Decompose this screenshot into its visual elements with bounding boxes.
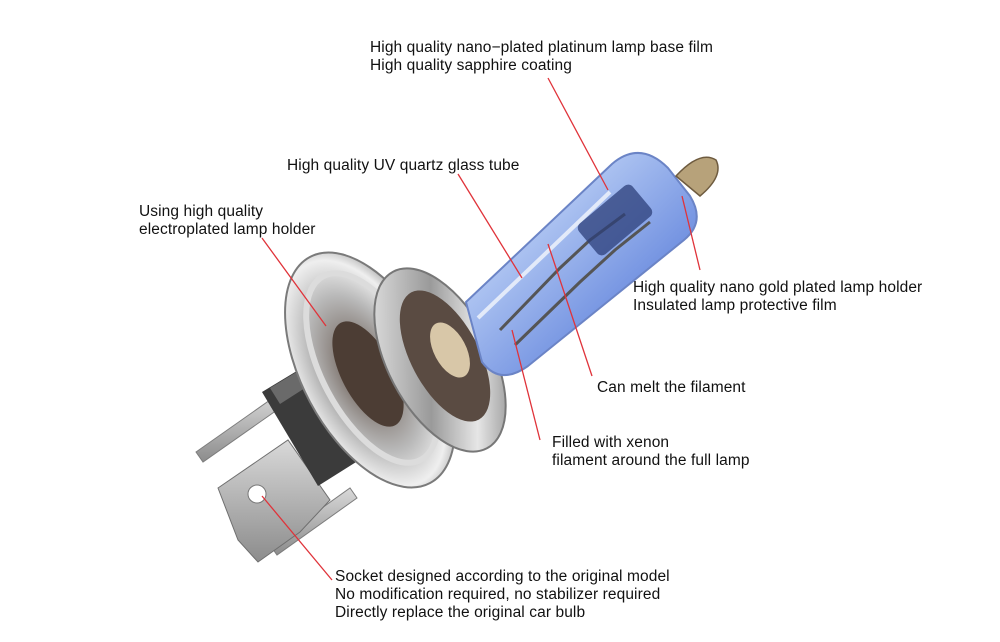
leader-lines <box>261 77 701 581</box>
socket-pins <box>195 392 358 563</box>
label-gold-holder: High quality nano gold plated lamp holde… <box>633 279 922 315</box>
label-socket-line1: Socket designed according to the origina… <box>335 568 670 585</box>
label-socket: Socket designed according to the origina… <box>335 568 670 622</box>
label-holder-line2: electroplated lamp holder <box>139 221 316 238</box>
label-glass-tube-line1: High quality UV quartz glass tube <box>287 157 520 174</box>
label-xenon-line2: filament around the full lamp <box>552 452 750 469</box>
quartz-glass-tube <box>464 151 719 376</box>
label-filament: Can melt the filament <box>597 379 746 397</box>
label-filament-line1: Can melt the filament <box>597 379 746 396</box>
label-base-film-line1: High quality nano−plated platinum lamp b… <box>370 39 713 56</box>
label-holder: Using high quality electroplated lamp ho… <box>139 203 316 239</box>
label-gold-holder-line1: High quality nano gold plated lamp holde… <box>633 279 923 296</box>
label-socket-line2: No modification required, no stabilizer … <box>335 586 661 603</box>
label-xenon: Filled with xenon filament around the fu… <box>552 434 750 470</box>
label-glass-tube: High quality UV quartz glass tube <box>287 157 519 175</box>
label-socket-line3: Directly replace the original car bulb <box>335 604 586 621</box>
label-base-film-line2: High quality sapphire coating <box>370 57 572 74</box>
label-xenon-line1: Filled with xenon <box>552 434 670 451</box>
label-gold-holder-line2: Insulated lamp protective film <box>633 297 837 314</box>
label-base-film: High quality nano−plated platinum lamp b… <box>370 39 713 75</box>
label-holder-line1: Using high quality <box>139 203 264 220</box>
